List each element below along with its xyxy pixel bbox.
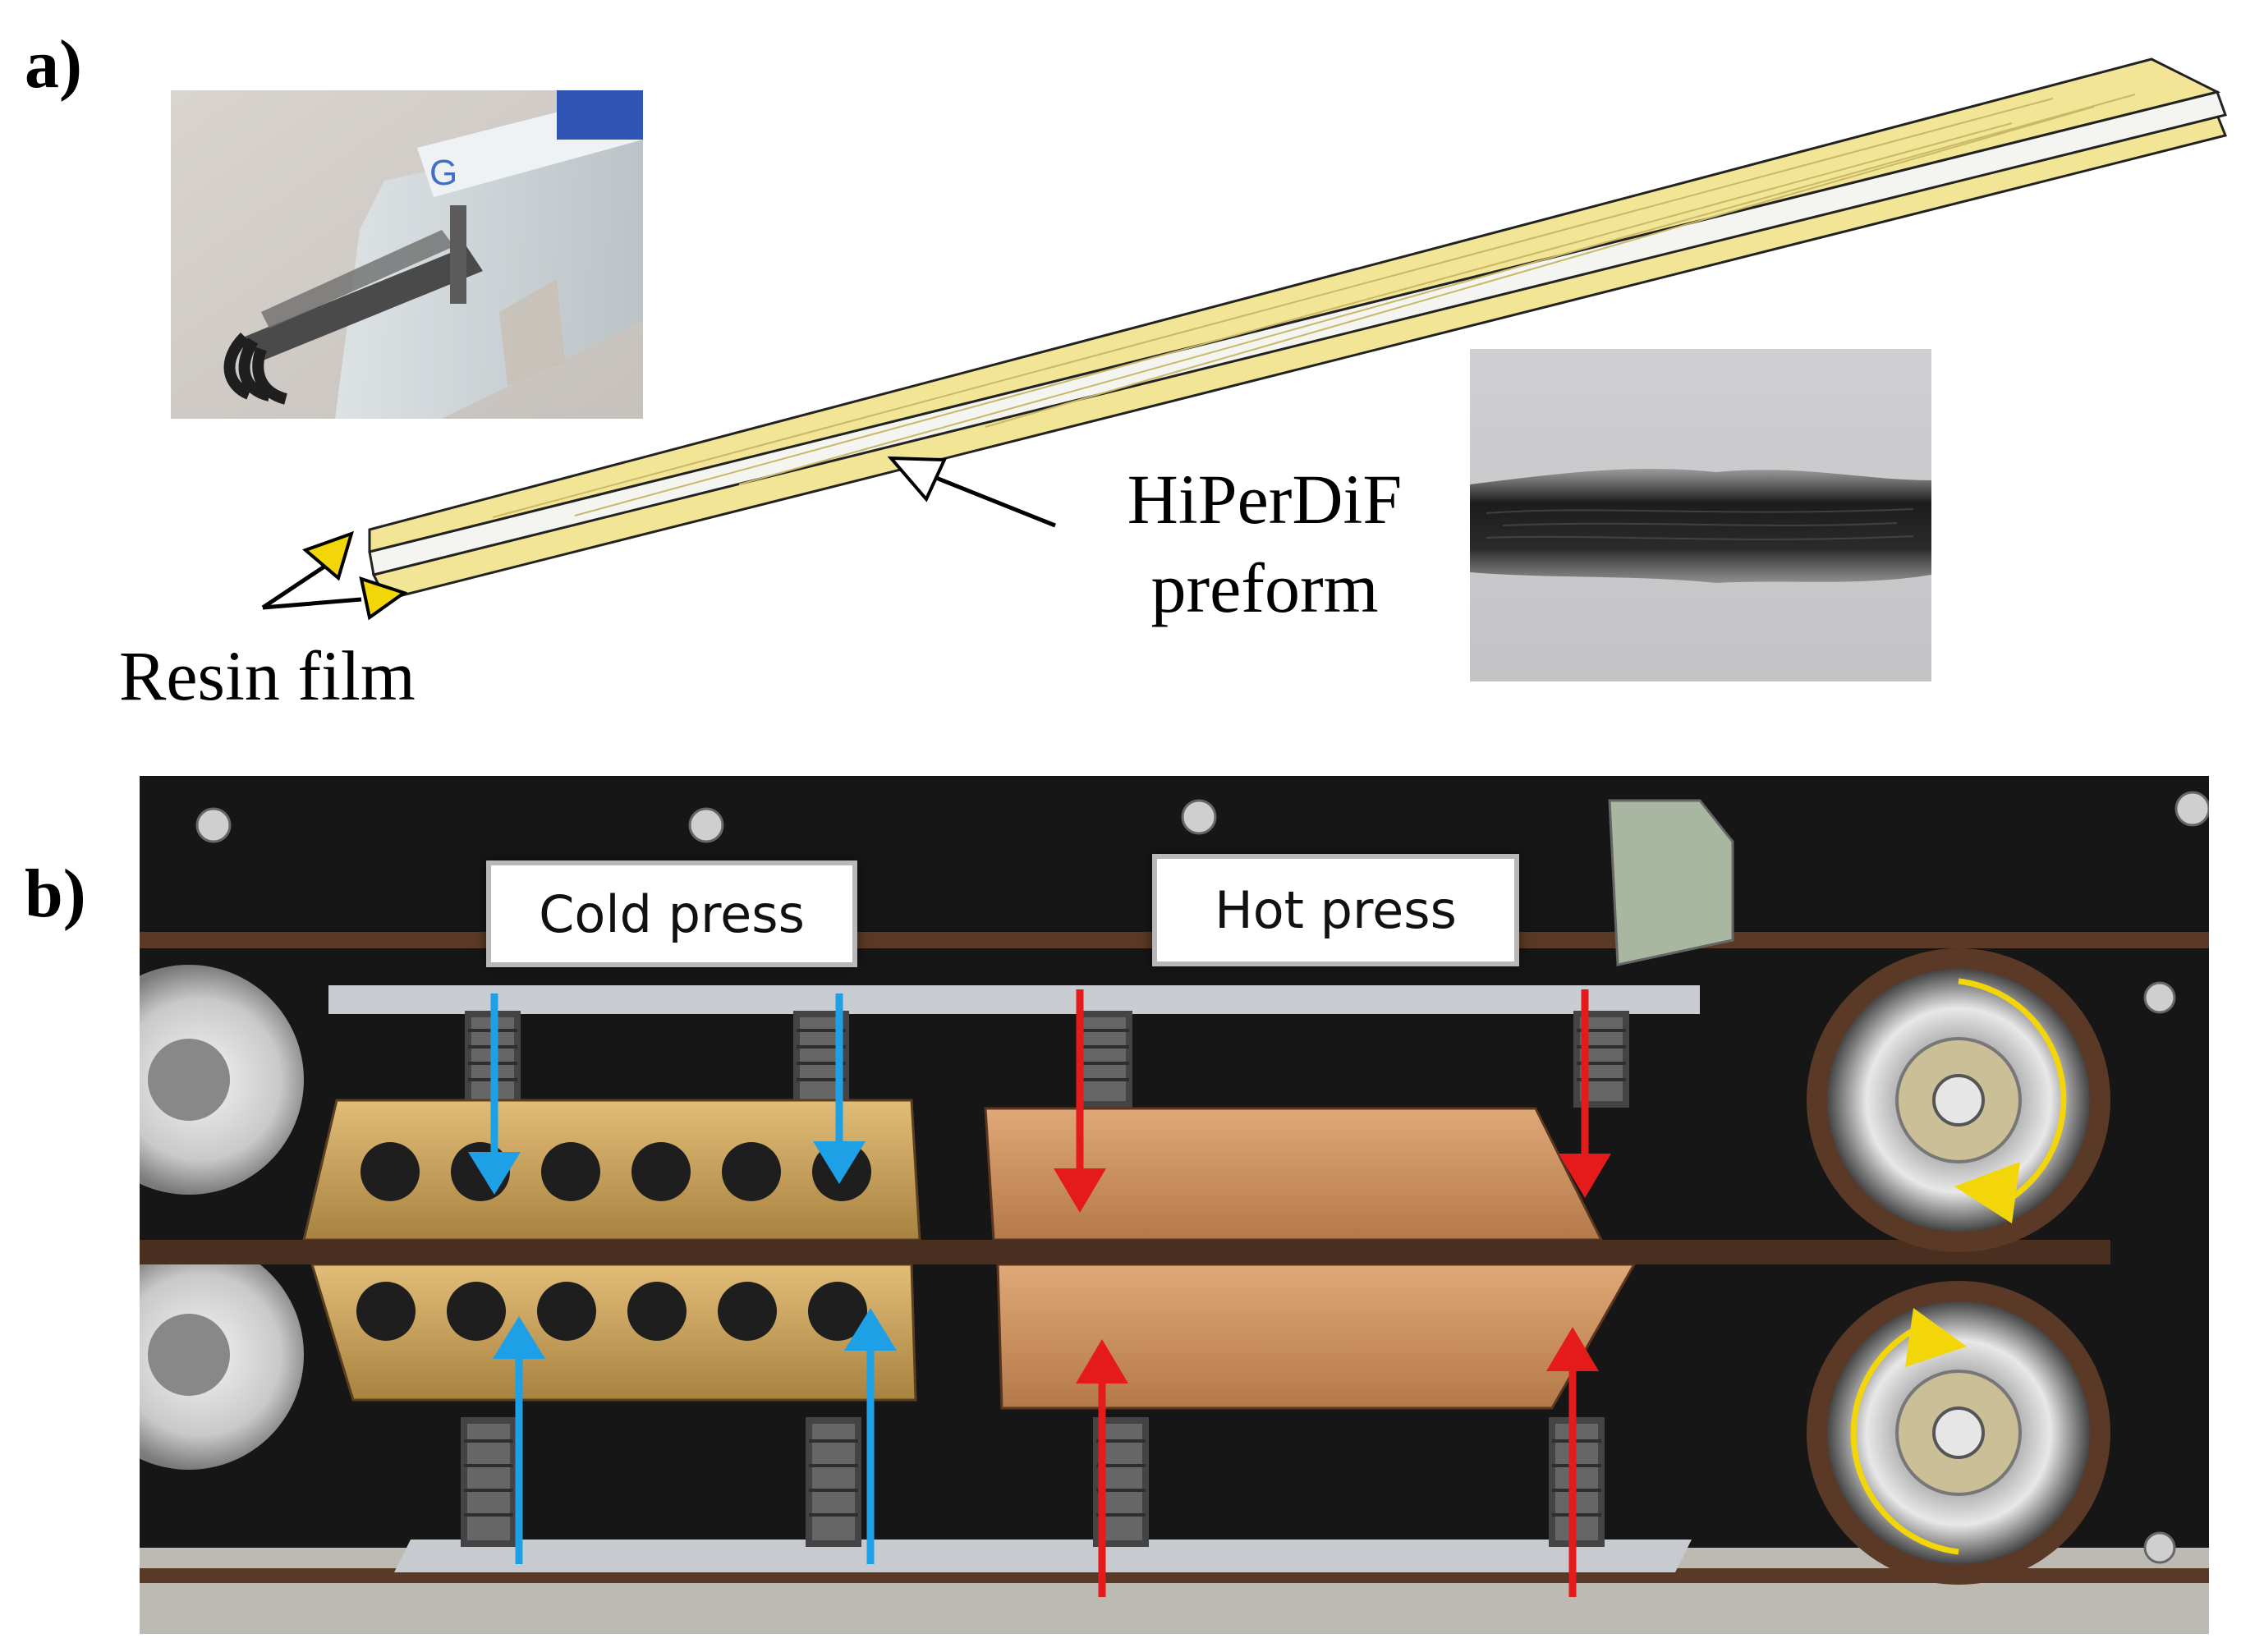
preform-label-line2: preform bbox=[1150, 548, 1379, 627]
preform-label: HiPerDiF preform bbox=[1084, 456, 1445, 632]
cold-press-lower-block bbox=[310, 1263, 917, 1402]
resin-film-top bbox=[368, 57, 2221, 553]
preform-closeup-photo bbox=[1470, 349, 1931, 681]
cold-press-upper-block bbox=[302, 1099, 921, 1241]
preform-jig-photo: G bbox=[171, 90, 643, 419]
jig-letter: G bbox=[429, 153, 457, 193]
hot-press-lower-block bbox=[996, 1263, 1637, 1410]
cold-press-arrows bbox=[468, 993, 897, 1564]
rotation-arrows bbox=[1850, 978, 2067, 1555]
laminate-schematic bbox=[261, 57, 2228, 621]
hot-press-label: Hot press bbox=[1152, 854, 1519, 966]
preform-pointer-arrow bbox=[887, 456, 1056, 528]
panel-b-label: b) bbox=[25, 856, 86, 932]
resin-film-pointer-arrows bbox=[261, 530, 408, 621]
hot-press-arrows bbox=[1054, 989, 1611, 1597]
preform-label-line1: HiPerDiF bbox=[1127, 460, 1403, 539]
cold-press-label: Cold press bbox=[486, 860, 857, 967]
resin-film-label: Resin film bbox=[119, 636, 416, 715]
panel-a-label: a) bbox=[25, 26, 82, 103]
upper-right-roller bbox=[1807, 948, 2110, 1252]
press-machine-photo bbox=[140, 776, 2209, 1634]
